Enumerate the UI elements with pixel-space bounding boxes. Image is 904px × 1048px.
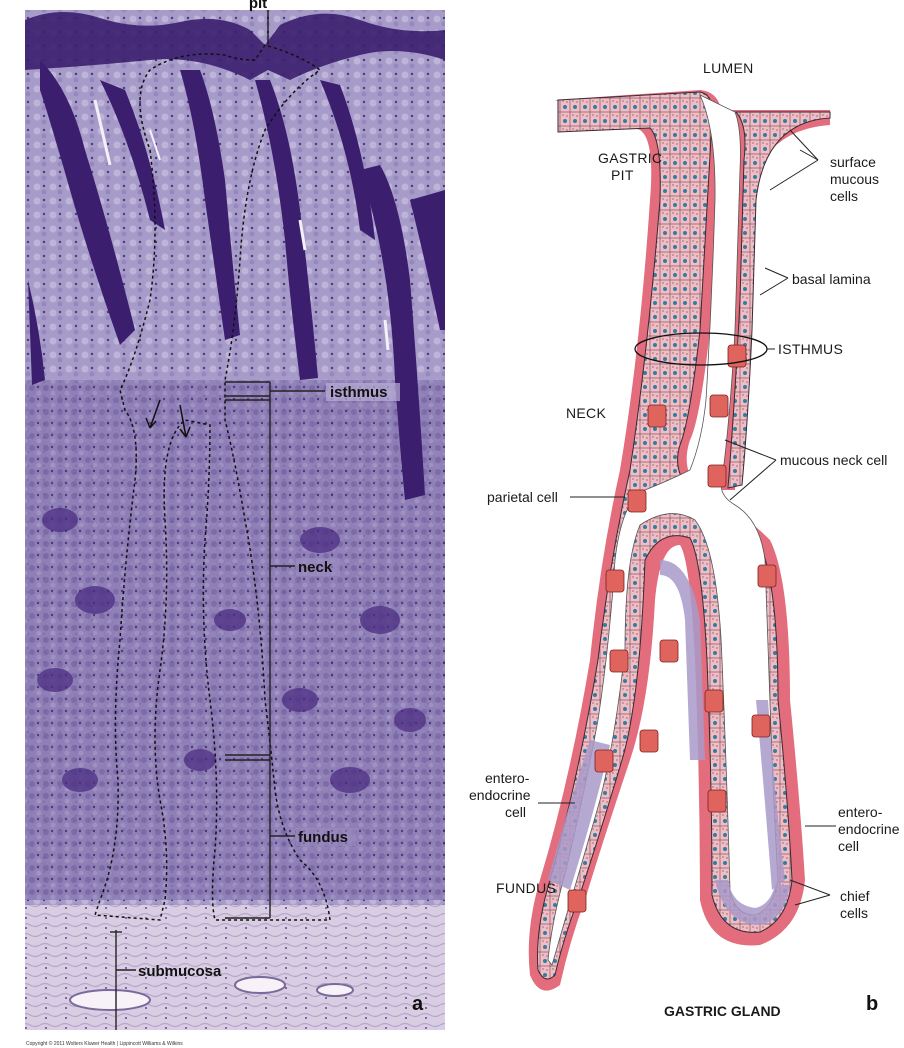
- label-entero-left-3: cell: [505, 804, 526, 820]
- label-chief-2: cells: [840, 905, 868, 921]
- panel-a-micrograph: pit isthmus neck fundus submucosa a Copy…: [25, 0, 445, 1047]
- arrow-1: [145, 399, 161, 429]
- label-surface-mucous-3: cells: [830, 188, 858, 204]
- label-fundus-b: FUNDUS: [496, 880, 556, 896]
- label-entero-right-1: entero-: [838, 804, 883, 820]
- label-mucous-neck-cell: mucous neck cell: [780, 452, 887, 468]
- label-pit: pit: [249, 0, 267, 12]
- region-brackets: [110, 381, 325, 1030]
- label-isthmus: isthmus: [330, 384, 388, 401]
- label-gastric-pit-2: PIT: [611, 167, 634, 183]
- label-lumen: LUMEN: [703, 60, 754, 76]
- panel-b-diagram: LUMEN GASTRIC PIT surface mucous cells b…: [469, 60, 900, 1019]
- label-entero-right-3: cell: [838, 838, 859, 854]
- label-entero-left-1: entero-: [485, 770, 530, 786]
- label-entero-left-2: endocrine: [469, 787, 531, 803]
- label-parietal-cell: parietal cell: [487, 489, 558, 505]
- label-fundus: fundus: [298, 829, 348, 846]
- label-chief-1: chief: [840, 888, 870, 904]
- arrow-2: [179, 404, 191, 438]
- label-basal-lamina: basal lamina: [792, 271, 871, 287]
- label-gastric-gland-title: GASTRIC GLAND: [664, 1003, 781, 1019]
- label-surface-mucous-1: surface: [830, 154, 876, 170]
- label-isthmus-b: ISTHMUS: [778, 341, 843, 357]
- label-gastric-pit-1: GASTRIC: [598, 150, 662, 166]
- label-surface-mucous-2: mucous: [830, 171, 879, 187]
- leader-lines: [538, 129, 836, 906]
- label-neck-b: NECK: [566, 405, 606, 421]
- panel-letter-b: b: [866, 993, 878, 1015]
- copyright-text: Copyright © 2011 Wolters Kluwer Health |…: [26, 1040, 183, 1047]
- label-submucosa: submucosa: [138, 963, 222, 980]
- panel-letter-a: a: [412, 993, 424, 1015]
- label-entero-right-2: endocrine: [838, 821, 900, 837]
- parietal-cells: [567, 344, 777, 913]
- label-neck: neck: [298, 559, 333, 576]
